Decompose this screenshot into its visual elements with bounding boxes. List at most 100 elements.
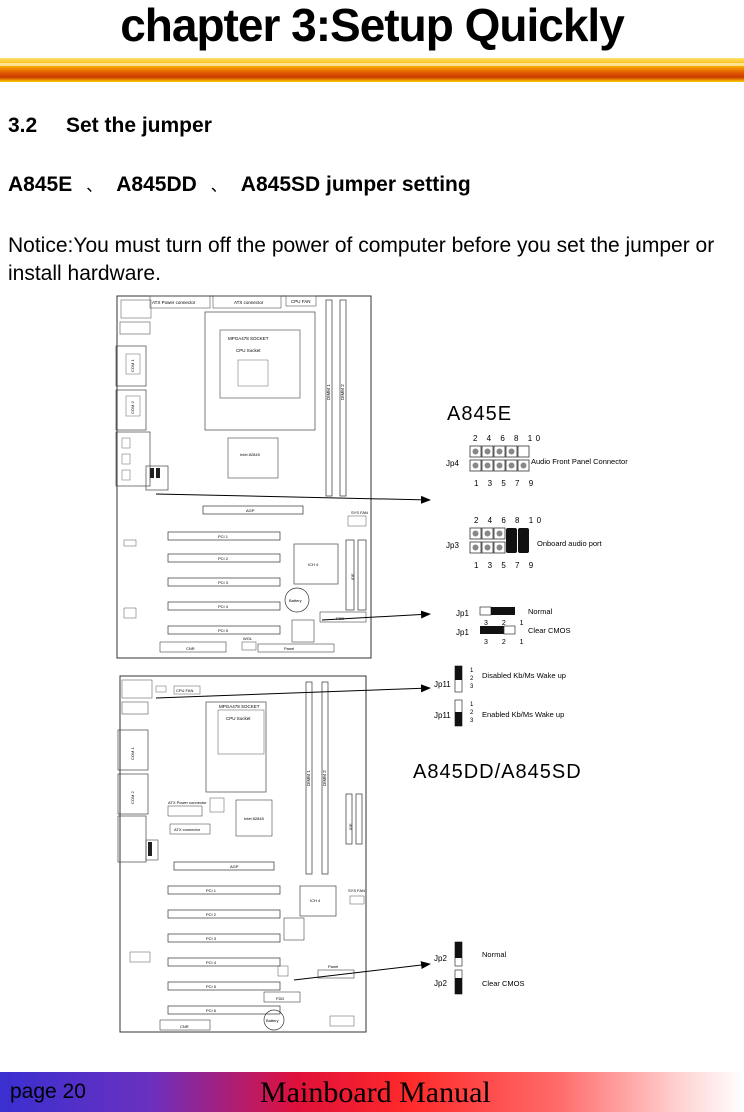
a845e-panel-label: Panel bbox=[284, 646, 294, 651]
a845e-intel-label: Intel 82845 bbox=[240, 452, 261, 457]
a845dd-panel-label: Panel bbox=[328, 964, 338, 969]
a845e-ide-label: IDE bbox=[350, 573, 355, 580]
jp11-enabled-pin2: 2 bbox=[470, 710, 474, 716]
a845e-pci2-label: PCI 2 bbox=[218, 556, 229, 561]
jp4-connector: Jp4 2 4 6 8 10 1 3 5 7 9 Audio Front Pan… bbox=[446, 434, 628, 488]
a845e-board: ATX Power connector ATX connector CPU FA… bbox=[115, 295, 372, 659]
model-a845dd: A845DD bbox=[116, 173, 197, 196]
footer-bar bbox=[0, 1072, 744, 1112]
a845dd-socket-label: MPGA478 SOCKET bbox=[219, 704, 260, 709]
a845dd-model-label: A845DD/A845SD bbox=[413, 761, 582, 783]
a845e-battery-label: Battery bbox=[289, 598, 302, 603]
a845e-cpu-fan-label: CPU FAN bbox=[291, 299, 311, 304]
jp11-enabled-name: Jp11 bbox=[434, 711, 451, 720]
a845dd-com2-label: COM 2 bbox=[130, 791, 135, 804]
jp4-top-pins: 2 4 6 8 10 bbox=[473, 434, 544, 443]
section-title: Set the jumper bbox=[66, 114, 212, 137]
a845e-cnr-label: CNR bbox=[186, 646, 195, 651]
a845dd-fdd-label: FDD bbox=[276, 996, 284, 1001]
a845e-sys-fan-label: SYS FAN bbox=[351, 510, 368, 515]
a845dd-intel-label: Intel 82845 bbox=[244, 816, 265, 821]
a845dd-dimm1-label: DIMM 1 bbox=[306, 770, 311, 786]
model-a845sd: A845SD jumper setting bbox=[240, 173, 471, 196]
a845e-pci1-label: PCI 1 bbox=[218, 534, 229, 539]
page-number: page 20 bbox=[10, 1080, 86, 1103]
a845dd-pci6-label: PCI 6 bbox=[206, 1008, 217, 1013]
jp2-normal-label: Normal bbox=[482, 950, 507, 959]
a845dd-battery-label: Battery bbox=[266, 1018, 279, 1023]
jp1-clear-label: Clear CMOS bbox=[528, 626, 571, 635]
jp11-disabled-pin2: 2 bbox=[470, 676, 474, 682]
jp4-label: Audio Front Panel Connector bbox=[531, 457, 628, 466]
a845e-com1-label: COM 1 bbox=[130, 359, 135, 372]
a845dd-cnr-label: CNR bbox=[180, 1024, 189, 1029]
a845dd-board: CPU FAN MPGA478 SOCKET CPU Socket DIMM 1… bbox=[117, 675, 367, 1033]
a845e-socket-label: MPGA478 SOCKET bbox=[228, 336, 269, 341]
a845e-com2-label: COM 2 bbox=[130, 401, 135, 414]
a845dd-pci5-label: PCI 5 bbox=[206, 984, 217, 989]
chapter-title: chapter 3:Setup Quickly bbox=[120, 0, 625, 51]
a845e-pci4-label: PCI 4 bbox=[218, 604, 229, 609]
jp3-name: Jp3 bbox=[446, 541, 459, 550]
jp2-clear: Jp2 Clear CMOS bbox=[434, 969, 525, 995]
arrow-jp4 bbox=[155, 493, 431, 504]
jp11-disabled-pin3: 3 bbox=[470, 684, 474, 690]
jp2-clear-name: Jp2 bbox=[434, 979, 447, 988]
jp3-bottom-pins: 1 3 5 7 9 bbox=[474, 561, 537, 570]
a845dd-pci2-label: PCI 2 bbox=[206, 912, 217, 917]
jp1-normal-label: Normal bbox=[528, 607, 553, 616]
header-bar bbox=[0, 58, 744, 82]
a845e-model-label: A845E bbox=[447, 403, 512, 425]
a845dd-atx-power-label: ATX Power connector bbox=[168, 800, 207, 805]
a845e-pci3-label: PCI 3 bbox=[218, 580, 229, 585]
jp1-normal: Jp1 3 2 1 Normal bbox=[456, 606, 553, 627]
a845dd-agp-label: AGP bbox=[230, 864, 239, 869]
jp3-top-pins: 2 4 6 8 10 bbox=[474, 516, 545, 525]
separator: 、 bbox=[86, 178, 103, 195]
manual-title: Mainboard Manual bbox=[260, 1076, 491, 1109]
jp2-normal-name: Jp2 bbox=[434, 954, 447, 963]
jp2-normal: Jp2 Normal bbox=[434, 941, 507, 967]
jp1-clear: Jp1 3 2 1 Clear CMOS bbox=[456, 625, 571, 646]
separator: 、 bbox=[210, 178, 227, 195]
jp3-connector: Jp3 2 4 6 8 10 1 3 5 7 9 Onboard audio p… bbox=[446, 516, 603, 570]
a845dd-cpu-socket-label: CPU Socket bbox=[226, 716, 251, 721]
a845e-pci5-label: PCI 5 bbox=[218, 628, 229, 633]
jp11-enabled: Jp11 1 2 3 Enabled Kb/Ms Wake up bbox=[434, 699, 564, 727]
jp11-disabled-label: Disabled Kb/Ms Wake up bbox=[482, 671, 566, 680]
jp11-disabled-pin1: 1 bbox=[470, 668, 474, 674]
a845dd-cpu-fan-label: CPU FAN bbox=[176, 688, 193, 693]
a845dd-ide-label: IDE bbox=[348, 823, 353, 830]
arrow-jp2 bbox=[293, 961, 431, 981]
jp1-clear-pins: 3 2 1 bbox=[484, 639, 530, 646]
jp1-clear-name: Jp1 bbox=[456, 628, 469, 637]
a845e-dimm1-label: DIMM 1 bbox=[326, 384, 331, 400]
jp11-enabled-pin1: 1 bbox=[470, 702, 474, 708]
jp11-disabled-name: Jp11 bbox=[434, 680, 451, 689]
a845dd-com1-label: COM 1 bbox=[130, 747, 135, 760]
a845e-atx-connector-label: ATX connector bbox=[234, 300, 264, 305]
jp4-name: Jp4 bbox=[446, 459, 459, 468]
a845dd-pci3-label: PCI 3 bbox=[206, 936, 217, 941]
notice-text: Notice:You must turn off the power of co… bbox=[8, 234, 715, 285]
a845e-atx-power-label: ATX Power connector bbox=[152, 300, 196, 305]
a845e-agp-label: AGP bbox=[246, 508, 255, 513]
jp4-bottom-pins: 1 3 5 7 9 bbox=[474, 479, 537, 488]
a845dd-ich4-label: ICH 4 bbox=[310, 898, 321, 903]
jp2-clear-label: Clear CMOS bbox=[482, 979, 525, 988]
jumper-heading: A845E、A845DD、A845SD jumper setting bbox=[8, 172, 471, 197]
section-number: 3.2 bbox=[8, 114, 38, 137]
a845dd-pci4-label: PCI 4 bbox=[206, 960, 217, 965]
jp1-normal-name: Jp1 bbox=[456, 609, 469, 618]
jp11-enabled-label: Enabled Kb/Ms Wake up bbox=[482, 710, 564, 719]
arrow-jp11 bbox=[155, 684, 431, 699]
arrow-jp1 bbox=[321, 610, 431, 621]
a845e-cpu-socket-label: CPU Socket bbox=[236, 348, 261, 353]
a845e-wol-label: WOL bbox=[243, 636, 253, 641]
a845dd-sys-fan-label: SYS FAN bbox=[348, 888, 365, 893]
jp11-enabled-pin3: 3 bbox=[470, 718, 474, 724]
a845dd-dimm2-label: DIMM 2 bbox=[322, 770, 327, 786]
jumper-diagram: ATX Power connector ATX connector CPU FA… bbox=[0, 290, 744, 1050]
a845e-dimm2-label: DIMM 2 bbox=[340, 384, 345, 400]
a845dd-atx-connector-label: ATX connector bbox=[174, 827, 201, 832]
